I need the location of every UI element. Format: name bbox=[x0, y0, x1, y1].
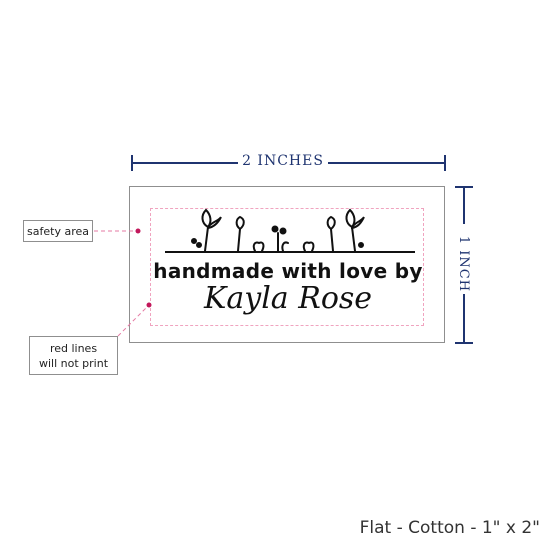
width-dimension-line-right bbox=[328, 162, 446, 164]
safety-area-callout-text: safety area bbox=[27, 225, 89, 238]
height-dimension-cap-bottom bbox=[455, 342, 473, 344]
label-text-line1: handmade with love by bbox=[153, 259, 423, 283]
height-dimension: 1 INCH bbox=[453, 186, 473, 344]
label-text-name: Kayla Rose bbox=[203, 281, 373, 316]
safety-area-callout: safety area bbox=[23, 220, 93, 242]
height-dimension-line-bottom bbox=[463, 294, 465, 344]
red-lines-callout-text-1: red lines bbox=[49, 342, 98, 355]
product-caption: Flat - Cotton - 1" x 2" bbox=[359, 518, 540, 538]
red-lines-callout: red lines will not print bbox=[29, 336, 118, 375]
label-preview: handmade with love by Kayla Rose bbox=[129, 186, 445, 343]
width-dimension-cap-right bbox=[444, 155, 446, 171]
height-dimension-line-top bbox=[463, 186, 465, 224]
floral-border-icon bbox=[165, 208, 415, 253]
width-dimension-label: 2 INCHES bbox=[242, 153, 324, 169]
width-dimension-line-left bbox=[131, 162, 238, 164]
red-lines-callout-text-2: will not print bbox=[38, 357, 109, 370]
width-dimension: 2 INCHES bbox=[131, 153, 446, 171]
height-dimension-label: 1 INCH bbox=[456, 235, 471, 293]
safety-area-outline bbox=[150, 208, 424, 326]
